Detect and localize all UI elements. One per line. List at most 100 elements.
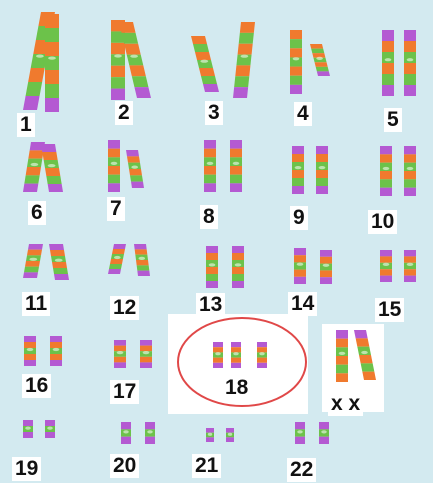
chromosome-band — [230, 166, 242, 175]
chromosome-band — [50, 360, 62, 366]
chromosome-band — [361, 363, 375, 371]
centromere — [114, 256, 121, 259]
chromosome-band — [45, 70, 59, 84]
chromosome-band — [140, 346, 152, 352]
chromosome-band — [23, 96, 40, 110]
chromosome-band — [45, 420, 55, 426]
chromosome-band — [316, 146, 328, 154]
chromosome-pair — [294, 248, 332, 284]
chromosome-band — [26, 82, 43, 96]
centromere — [147, 430, 153, 433]
centromere — [407, 58, 414, 61]
chromosome-band — [292, 154, 304, 162]
pair-label-12: 12 — [110, 296, 139, 320]
chromosome-band — [129, 169, 142, 175]
chromosome-band — [52, 262, 67, 268]
centromere — [36, 55, 44, 58]
chromosome-band — [257, 347, 267, 352]
chromosome-band — [114, 357, 126, 363]
chromosome-band — [232, 253, 244, 260]
chromosome-band — [292, 186, 304, 194]
chromosome-band — [404, 171, 416, 179]
chromosome-band — [320, 270, 332, 277]
chromosome-band — [315, 62, 328, 67]
pair-label-21: 21 — [192, 454, 221, 478]
chromosome-band — [24, 336, 36, 342]
chromosome-band — [131, 182, 144, 188]
chromosome-band — [24, 342, 36, 348]
chromosome-band — [204, 140, 216, 149]
chromatid — [319, 422, 329, 444]
chromosome-band — [404, 85, 416, 96]
chromosome-band — [28, 244, 43, 250]
chromatid — [295, 422, 305, 444]
chromosome-band — [380, 146, 392, 154]
chromosome-band — [404, 146, 416, 154]
chromosome-band — [320, 250, 332, 257]
chromosome-band — [404, 41, 416, 52]
chromosome-band — [108, 175, 120, 184]
chromosome-band — [137, 271, 150, 276]
centromere — [25, 427, 31, 430]
chromosome-band — [45, 28, 59, 42]
chromosome-band — [135, 249, 148, 254]
chromosome-band — [213, 358, 223, 363]
chromosome-band — [382, 52, 394, 63]
chromosome-band — [311, 49, 324, 54]
pair-label-20: 20 — [110, 454, 139, 478]
chromosome-band — [195, 52, 211, 60]
chromosome-band — [127, 156, 140, 162]
chromosome-band — [404, 276, 416, 282]
chromosome-band — [290, 30, 302, 39]
chromosome-band — [45, 168, 60, 176]
chromosome-band — [382, 85, 394, 96]
chromatid — [45, 420, 55, 438]
centromere — [207, 162, 214, 165]
chromatid — [290, 30, 302, 94]
chromosome-band — [27, 250, 42, 256]
chromosome-band — [380, 154, 392, 162]
chromatid — [257, 342, 267, 368]
chromosome-band — [145, 422, 155, 429]
chromosome-band — [294, 277, 306, 284]
chromosome-band — [111, 43, 125, 54]
pair-label-10: 10 — [368, 210, 397, 234]
chromosome-band — [213, 347, 223, 352]
centromere — [27, 348, 34, 351]
chromosome-band — [113, 244, 126, 249]
chromosome-band — [319, 437, 329, 444]
chromosome-band — [380, 171, 392, 179]
pair-label-16: 16 — [22, 374, 51, 398]
chromosome-band — [404, 179, 416, 187]
chromosome-band — [108, 149, 120, 158]
chromosome-band — [316, 186, 328, 194]
chromosome-band — [336, 356, 348, 365]
chromosome-band — [110, 259, 123, 264]
pair-label-6: 6 — [28, 201, 46, 225]
centromere — [111, 162, 118, 165]
centromere — [259, 352, 265, 355]
centromere — [297, 263, 304, 266]
pair-label-14: 14 — [288, 292, 317, 316]
chromosome-band — [26, 167, 41, 175]
chromosome-band — [108, 269, 121, 274]
centromere — [123, 430, 129, 433]
pair-label-7: 7 — [107, 197, 125, 221]
chromatid — [233, 22, 255, 98]
chromatid — [23, 244, 43, 278]
chromosome-band — [240, 22, 255, 33]
chromosome-band — [231, 342, 241, 347]
chromosome-pair — [382, 30, 416, 96]
chromatid — [230, 140, 242, 192]
chromosome-pair — [336, 330, 376, 382]
centromere — [293, 57, 300, 60]
chromatid — [121, 422, 131, 444]
chromosome-band — [404, 154, 416, 162]
chromosome-band — [45, 432, 55, 438]
centromere — [241, 55, 249, 58]
centromere — [53, 348, 60, 351]
chromosome-band — [317, 71, 330, 76]
chromosome-band — [404, 256, 416, 262]
chromosome-band — [382, 74, 394, 85]
